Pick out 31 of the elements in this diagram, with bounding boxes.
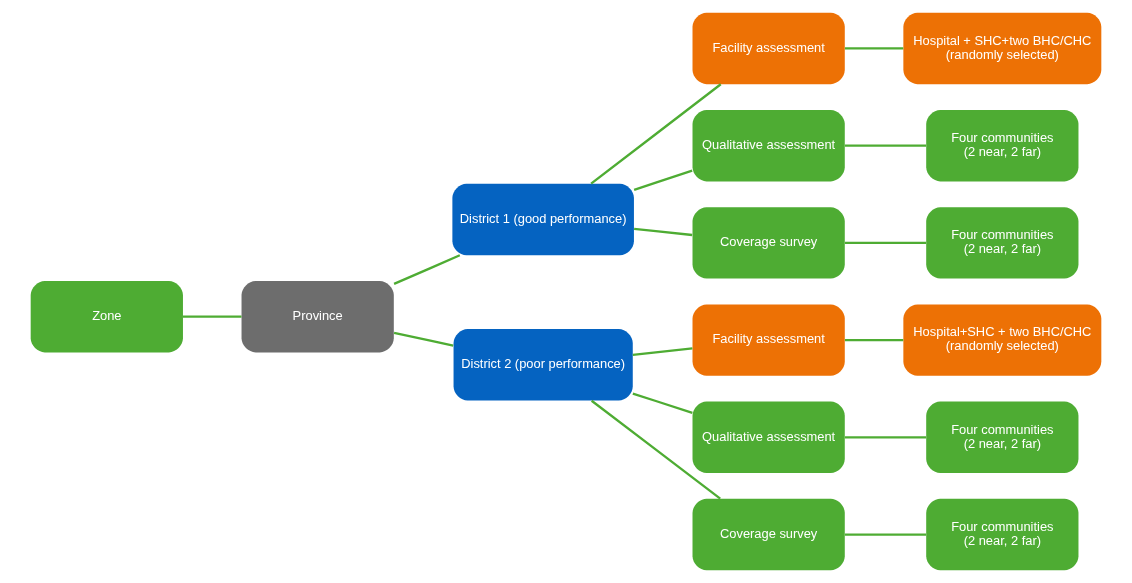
node-box: Qualitative assessment xyxy=(692,109,845,182)
node-box: Facility assessment xyxy=(692,12,845,85)
node-box: Hospital + SHC+two BHC/CHC (randomly selected) xyxy=(903,12,1102,85)
node-box: Four communities (2 near, 2 far) xyxy=(926,207,1079,279)
connector xyxy=(844,47,904,50)
connector xyxy=(634,227,693,237)
connector xyxy=(632,392,693,414)
connector xyxy=(844,144,927,147)
connector xyxy=(633,169,693,191)
connector xyxy=(182,315,242,318)
node-box: Four communities (2 near, 2 far) xyxy=(926,498,1079,571)
node-box: Coverage survey xyxy=(692,498,845,571)
node-box: Four communities (2 near, 2 far) xyxy=(926,401,1079,474)
connector xyxy=(590,83,722,185)
connector xyxy=(844,241,927,245)
connector xyxy=(844,436,927,439)
node-box: Qualitative assessment xyxy=(692,401,845,474)
node-box: Zone xyxy=(30,280,183,353)
connector xyxy=(632,347,693,357)
connector xyxy=(393,254,461,285)
node-box: Province xyxy=(241,280,394,353)
node-box: Four communities (2 near, 2 far) xyxy=(926,109,1079,182)
node-box: Hospital+SHC + two BHC/CHC (randomly selected) xyxy=(903,304,1102,376)
node-box: Facility assessment xyxy=(692,304,845,376)
node-box: District 1 (good performance) xyxy=(452,183,634,256)
node-box: District 2 (poor performance) xyxy=(453,329,633,401)
connector xyxy=(844,533,927,536)
connector xyxy=(393,331,454,347)
connector xyxy=(844,338,904,342)
connector xyxy=(590,399,721,500)
node-box: Coverage survey xyxy=(692,207,845,279)
